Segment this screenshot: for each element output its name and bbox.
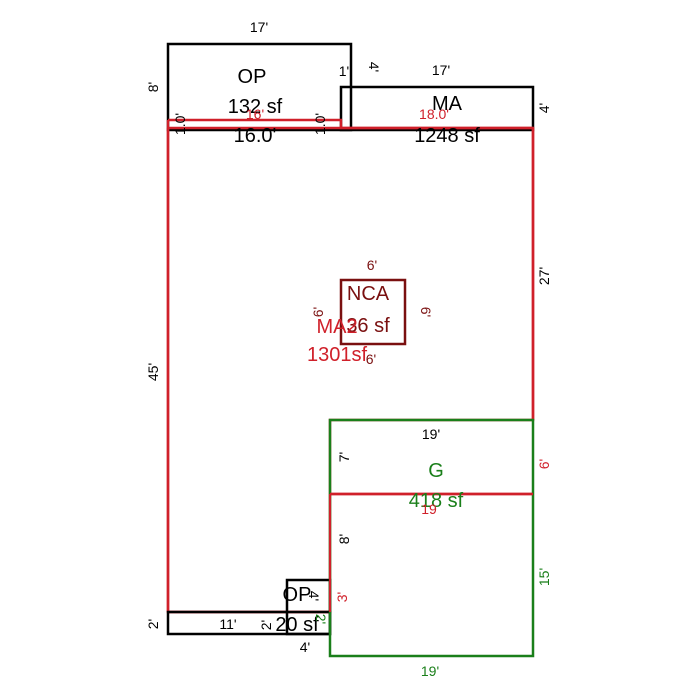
dim-right-side: 27' bbox=[536, 267, 552, 285]
dim-bottom-mid: 11' bbox=[219, 616, 236, 632]
dim-g-top: 19' bbox=[422, 426, 440, 442]
dim-op-b-bottom-green: 2' bbox=[313, 614, 329, 624]
nca-name: NCA bbox=[347, 283, 390, 305]
dim-ma-right: 4' bbox=[536, 103, 552, 113]
op-bottom-name: OP bbox=[283, 584, 312, 606]
dim-op-b-right: 3' bbox=[334, 592, 350, 602]
dim-g-right-lower: 15' bbox=[536, 568, 552, 586]
dim-g-left-lower: 8' bbox=[336, 534, 352, 544]
dim-g-inner-red: 19 bbox=[421, 501, 437, 517]
dim-ma-red-width: 18.0' bbox=[419, 106, 449, 122]
ma-top-outline bbox=[339, 85, 535, 132]
dim-op-b-bottom: 4' bbox=[300, 639, 310, 655]
dim-op-b-left: 2' bbox=[258, 620, 274, 630]
ma2-area: 1301sf bbox=[307, 344, 367, 366]
dim-g-right-red: 6' bbox=[536, 459, 552, 469]
garage-area: 418 sf bbox=[409, 490, 464, 512]
garage-outline bbox=[328, 418, 535, 658]
dim-op-inner-width-small: 16' bbox=[246, 106, 264, 122]
dim-op-right-1: 1.0' bbox=[312, 113, 328, 135]
op-bottom-area: 20 sf bbox=[275, 614, 319, 636]
ma-top-name: MA bbox=[432, 93, 463, 115]
op-top-area: 132 sf bbox=[228, 96, 283, 118]
dim-g-bottom: 19' bbox=[421, 663, 439, 679]
dim-nca-left: 6' bbox=[310, 307, 326, 317]
dim-op-inner-width: 16.0' bbox=[234, 125, 277, 147]
dim-left-side: 45' bbox=[145, 363, 161, 381]
dim-op-b-top-overlap: 4' bbox=[306, 591, 322, 601]
dim-op-top-right-b: 4' bbox=[366, 62, 382, 72]
dim-nca-right: 6' bbox=[418, 307, 434, 317]
dim-ma-top-width: 17' bbox=[432, 62, 450, 78]
nca-area: 36 sf bbox=[346, 315, 390, 337]
nca-outline bbox=[339, 278, 407, 346]
dim-nca-top: 6' bbox=[367, 257, 377, 273]
dim-op-left-1: 1.0' bbox=[172, 113, 188, 135]
dim-g-left-top: 7' bbox=[336, 452, 352, 462]
dim-op-top-width: 17' bbox=[250, 19, 268, 35]
op-top-name: OP bbox=[238, 66, 267, 88]
dim-op-top-right-a: 1' bbox=[339, 63, 349, 79]
dim-op-top-left: 8' bbox=[145, 82, 161, 92]
garage-name: G bbox=[428, 460, 444, 482]
ma-top-area: 1248 sf bbox=[414, 125, 480, 147]
dim-nca-bottom: 6' bbox=[366, 351, 376, 367]
ma2-name: MA2 bbox=[316, 316, 357, 338]
dim-bottom-left: 2' bbox=[145, 619, 161, 629]
